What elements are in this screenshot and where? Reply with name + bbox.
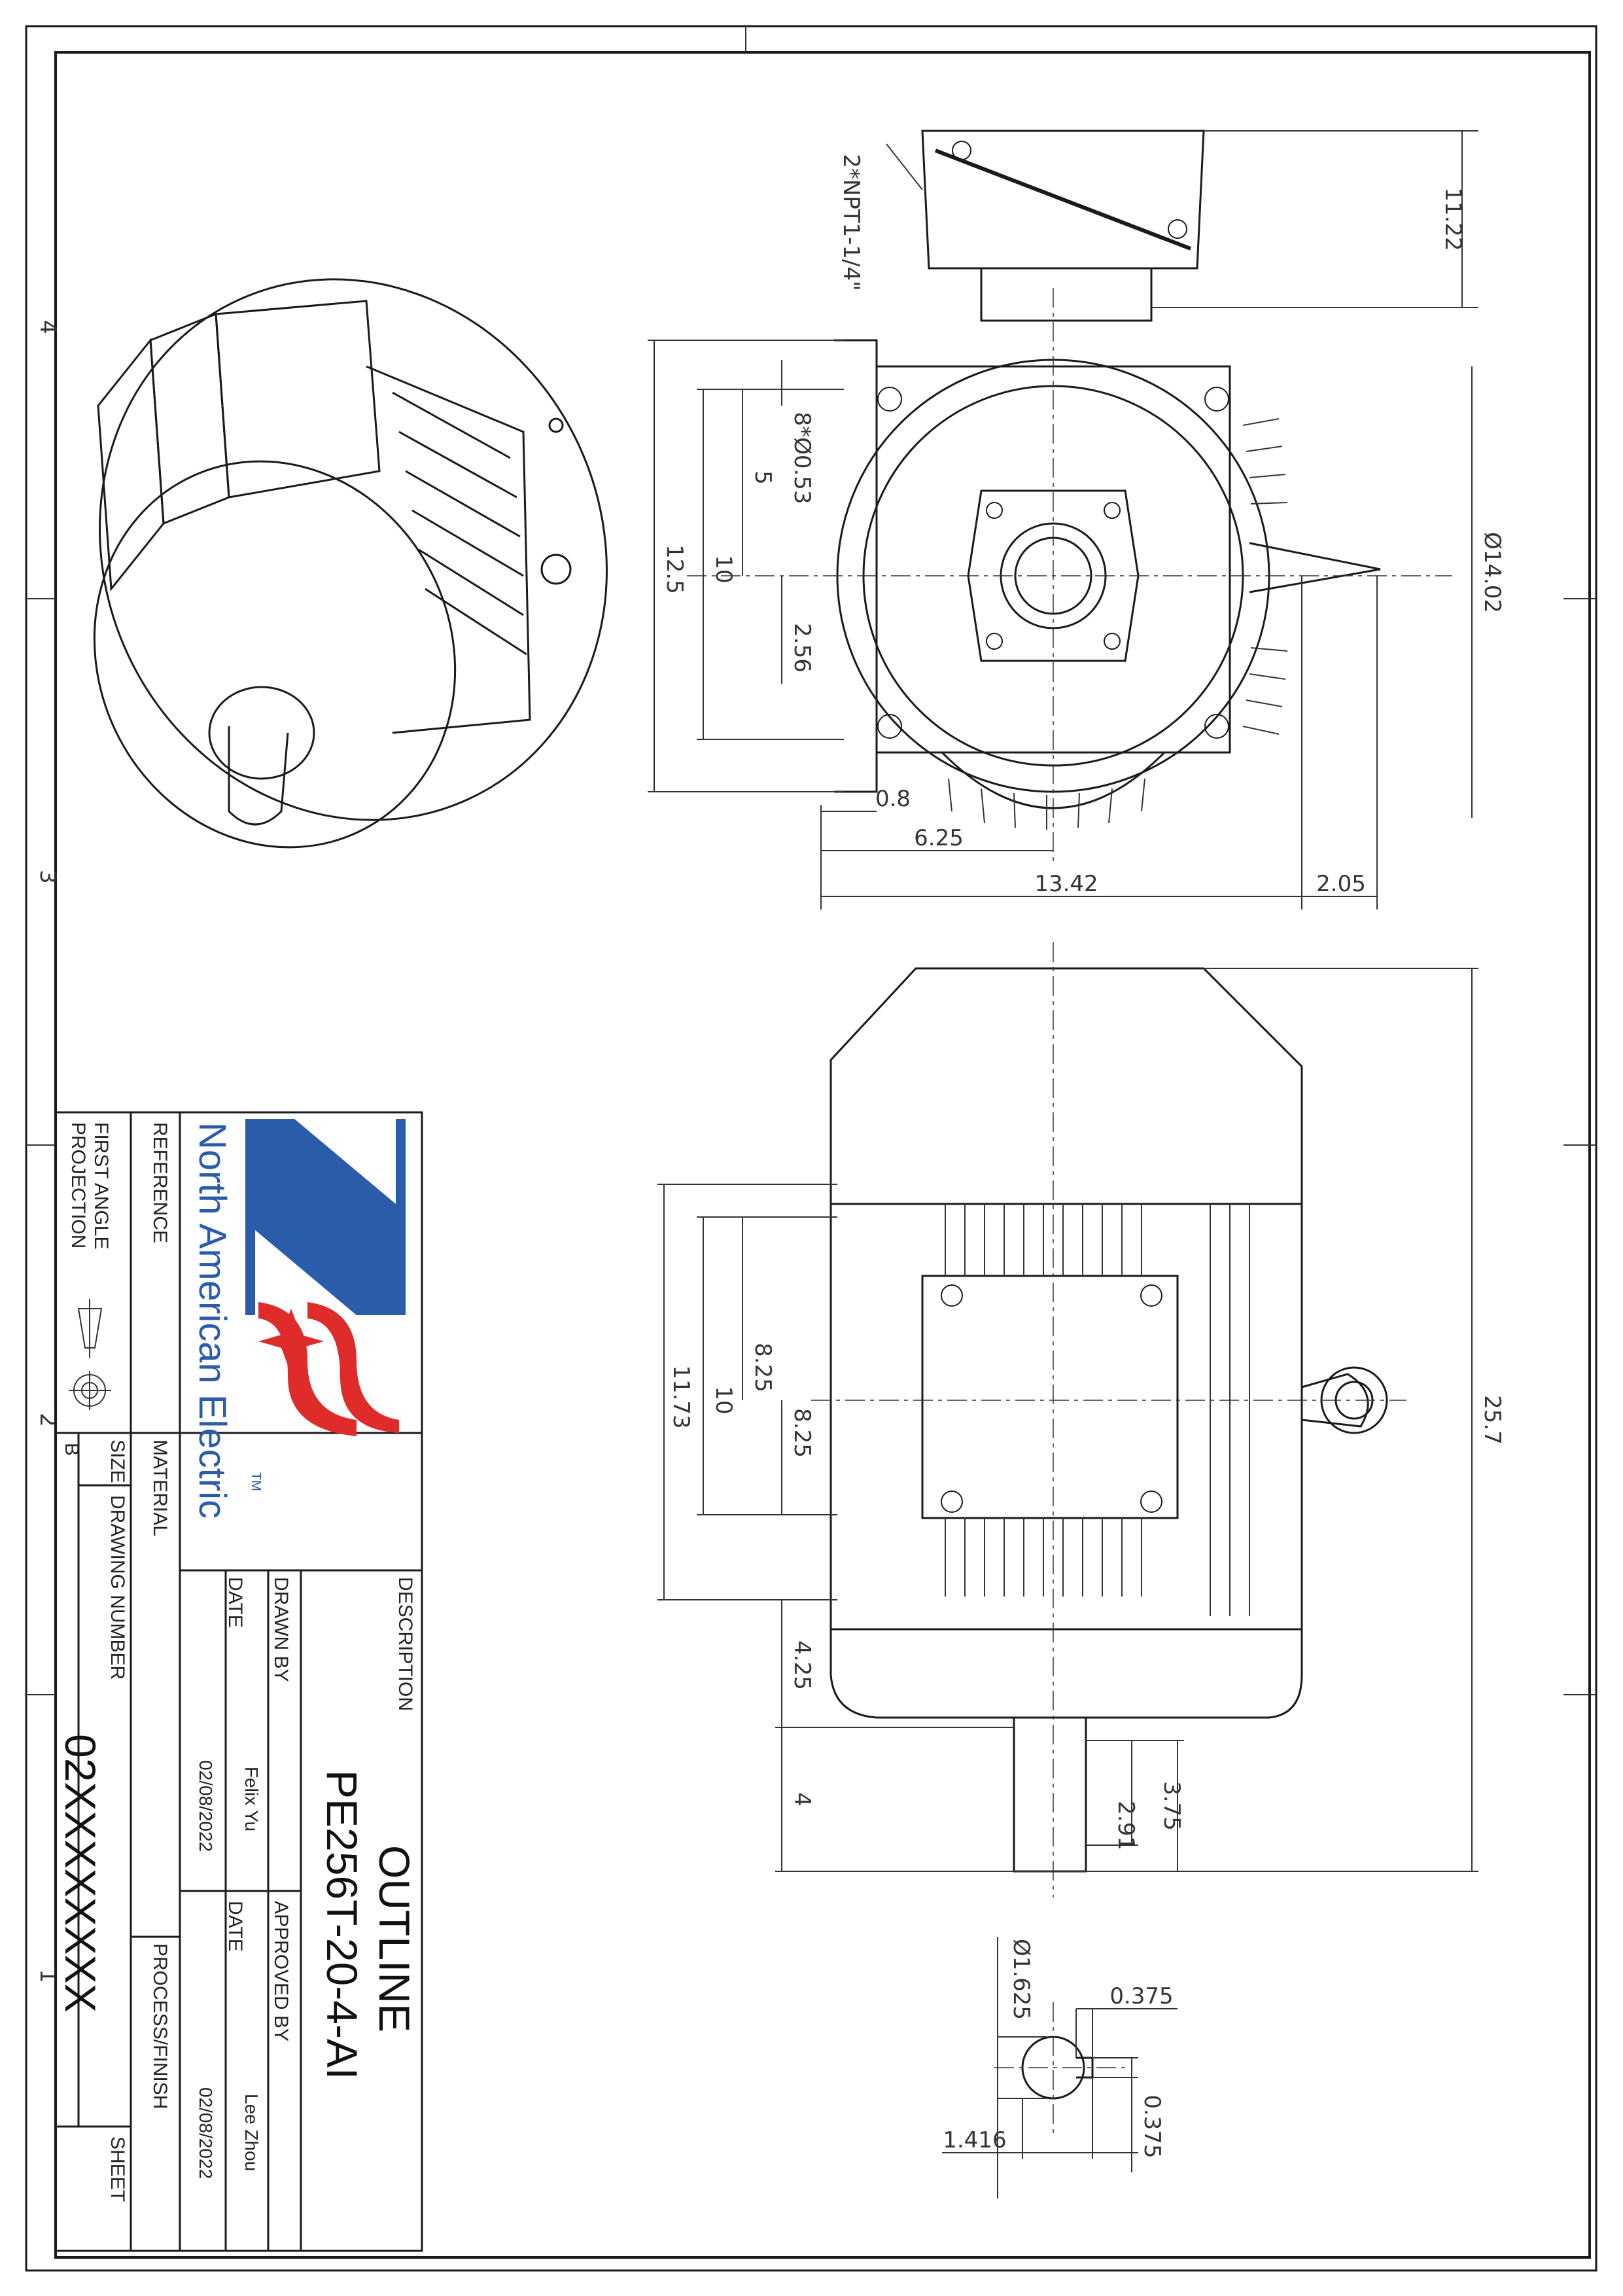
zone-2: 2 [35, 1413, 61, 1427]
dim-box-height: 11.22 [1440, 187, 1466, 251]
dim-13-42: 13.42 [1034, 871, 1098, 897]
title-block [54, 1111, 423, 2252]
date-label-1: DATE [224, 1577, 246, 1628]
dim-key-w: 0.375 [1109, 1983, 1173, 2009]
dim-2-91: 2.91 [1113, 1801, 1139, 1850]
title-line-1: OUTLINE [370, 1845, 419, 2032]
dim-10: 10 [710, 555, 737, 583]
date-label-2: DATE [224, 1901, 246, 1952]
end-view-fins [948, 418, 1288, 830]
dim-6-25: 6.25 [914, 825, 964, 851]
dim-8-25a: 8.25 [750, 1343, 776, 1392]
dim-5: 5 [750, 470, 776, 485]
zone-1: 1 [35, 1969, 61, 1983]
size-value: B [61, 1443, 82, 1456]
date-1: 02/08/2022 [196, 1760, 216, 1852]
size-label: SIZE [107, 1439, 128, 1483]
dim-2-05: 2.05 [1316, 871, 1366, 897]
dim-key-h: 0.375 [1139, 2094, 1165, 2158]
dim-2-56: 2.56 [789, 623, 815, 673]
dim-holes: 8*Ø0.53 [789, 412, 815, 504]
side-view-fins [945, 1204, 1250, 1616]
process-label: PROCESS/FINISH [149, 1943, 171, 2109]
zone-3: 3 [35, 870, 61, 884]
end-view [687, 130, 1452, 864]
shaft-key-detail [942, 1937, 1178, 2199]
dim-10b: 10 [710, 1386, 737, 1414]
dim-shaft-dia: Ø1.625 [1008, 1939, 1034, 2020]
zone-4: 4 [35, 320, 61, 334]
dim-shaft-len: 1.416 [943, 2127, 1006, 2153]
reference-label: REFERENCE [149, 1122, 171, 1243]
first-angle-projection-symbol [69, 1299, 111, 1410]
approved-by: Lee Zhou [241, 2094, 262, 2171]
title-line-2: PE256T-20-4-AI [318, 1770, 366, 2079]
dim-11-73: 11.73 [668, 1365, 694, 1428]
dim-conduit: 2*NPT1-1/4" [838, 154, 864, 291]
dim-4-25: 4.25 [789, 1640, 815, 1690]
date-2: 02/08/2022 [196, 2087, 216, 2179]
trademark: TM [249, 1472, 263, 1491]
zone-ticks [26, 26, 1596, 1695]
drawing-number-label: DRAWING NUMBER [107, 1495, 128, 1680]
drawn-by-label: DRAWN BY [270, 1577, 292, 1682]
dim-12-5: 12.5 [661, 544, 688, 594]
side-view-dimension-lines [657, 968, 1478, 1872]
dim-25-7: 25.7 [1479, 1395, 1505, 1445]
approved-by-label: APPROVED BY [270, 1901, 292, 2041]
description-label: DESCRIPTION [394, 1577, 416, 1711]
isometric-motor-view [93, 278, 608, 849]
company-name: North American Electric [191, 1122, 234, 1519]
projection-label-1: FIRST ANGLE [90, 1122, 112, 1250]
dim-14-02: Ø14.02 [1479, 532, 1505, 613]
material-label: MATERIAL [149, 1439, 171, 1536]
outer-border [25, 25, 1597, 2272]
dim-3-75: 3.75 [1159, 1781, 1185, 1831]
drawing-number: 02XXXXXXXX [56, 1734, 105, 2013]
projection-label-2: PROJECTION [67, 1122, 89, 1248]
sheet-label: SHEET [107, 2136, 128, 2202]
dim-0-8: 0.8 [875, 786, 911, 812]
side-view [811, 942, 1406, 1898]
company-logo [245, 1119, 406, 1436]
dim-4: 4 [789, 1792, 815, 1807]
dim-8-25b: 8.25 [789, 1408, 815, 1458]
drawn-by: Felix Yu [241, 1767, 262, 1831]
end-view-dimension-lines [648, 130, 1478, 910]
